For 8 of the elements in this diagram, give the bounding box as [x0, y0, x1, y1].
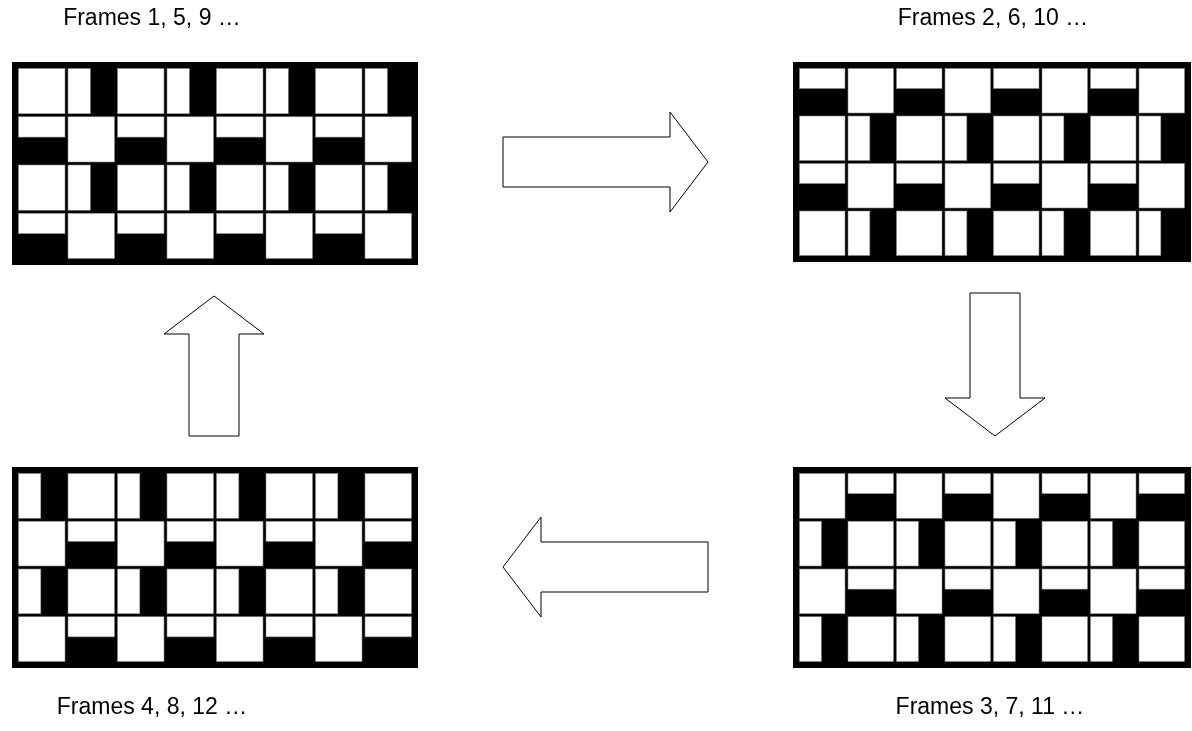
- block-arrow: [502, 516, 709, 618]
- frame-caption: Frames 1, 5, 9 …: [63, 4, 241, 31]
- frame-caption: Frames 4, 8, 12 …: [56, 693, 248, 720]
- block-arrow: [502, 111, 709, 213]
- frame-caption: Frames 2, 6, 10 …: [897, 4, 1089, 31]
- block-arrow: [163, 295, 265, 437]
- frame-caption: Frames 3, 7, 11 …: [895, 693, 1085, 720]
- block-arrow: [944, 292, 1046, 437]
